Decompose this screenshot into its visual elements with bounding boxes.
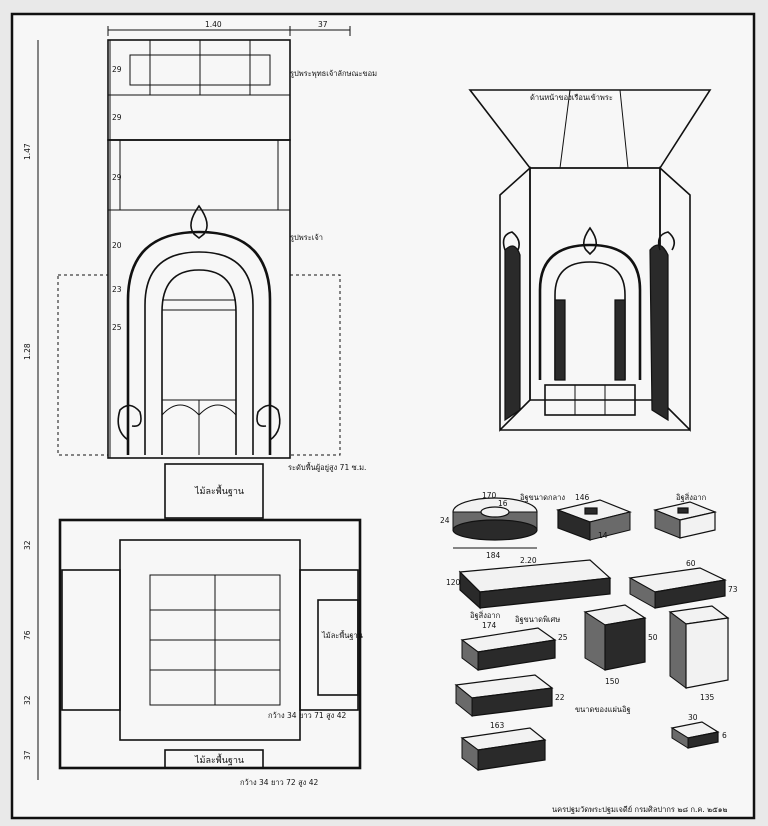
- label-width-note-1: กว้าง 34 ยาว 71 สูง 42: [268, 711, 346, 720]
- label-block-c: อิฐสิ่งอาก: [470, 610, 501, 620]
- dim-135: 135: [700, 693, 715, 702]
- dim-v3: 29: [112, 173, 122, 182]
- label-block-e: ขนาดของแผ่นอิฐ: [575, 705, 631, 714]
- dim-v5: 20: [112, 241, 122, 250]
- sheet-border: [10, 12, 756, 820]
- dim-150: 150: [605, 677, 620, 686]
- dim-120: 120: [446, 578, 461, 587]
- floor-plan: ไม้ละพื้นฐาน ไม้ละพื้นฐาน กว้าง 34 ยาว 7…: [58, 463, 363, 787]
- dim-16: 16: [498, 499, 508, 508]
- dim-50: 50: [648, 633, 658, 642]
- label-block-a: อิฐขนาดกลาง: [520, 493, 566, 502]
- dim-top-side: 37: [318, 20, 328, 29]
- dim-left-c: 37: [23, 750, 32, 760]
- dim-73: 73: [728, 585, 738, 594]
- dim-v2: 29: [112, 113, 122, 122]
- label-perspective-title: ด้านหน้าของเรือนเข้าพระ: [530, 93, 613, 102]
- dim-60: 60: [686, 559, 696, 568]
- dim-22: 22: [555, 693, 565, 702]
- dim-6: 6: [722, 731, 727, 740]
- dim-170: 170: [482, 491, 497, 500]
- dim-184: 184: [486, 551, 501, 560]
- label-top-decoration: รูปพระพุทธเจ้าลักษณะขอม: [290, 69, 377, 78]
- dim-25: 25: [558, 633, 568, 642]
- label-side-panel: ไม้ละพื้นฐาน: [321, 630, 363, 640]
- dim-v1: 29: [112, 65, 122, 74]
- label-bottom-panel: ไม้ละพื้นฐาน: [194, 753, 244, 766]
- dim-v7: 25: [112, 323, 122, 332]
- dim-left-b: 32: [23, 695, 32, 705]
- label-width-note-2: กว้าง 34 ยาว 72 สูง 42: [240, 778, 318, 787]
- dim-146: 146: [575, 493, 590, 502]
- label-block-d: อิฐขนาดพิเศษ: [515, 615, 561, 624]
- dim-14: 14: [598, 531, 608, 540]
- dim-24: 24: [440, 516, 450, 525]
- dim-left-low: 32: [23, 540, 32, 550]
- dim-163: 163: [490, 721, 505, 730]
- perspective-view: ด้านหน้าของเรือนเข้าพระ: [468, 89, 712, 432]
- dim-left-total: 1.47: [23, 143, 32, 160]
- label-upper-panel: ไม้ละพื้นฐาน: [194, 484, 244, 497]
- dim-174: 174: [482, 621, 497, 630]
- dim-220: 2.20: [520, 556, 537, 565]
- dim-30: 30: [688, 713, 698, 722]
- label-base-note: ระดับพื้นผู้อยู่สูง 71 ซ.ม.: [288, 462, 366, 472]
- front-elevation: 1.40 37 รูปพระพุทธเจ้าลักษณะขอม รูปพระเจ…: [23, 20, 377, 780]
- dim-left-a: 76: [23, 630, 32, 640]
- dim-left-mid: 1.28: [23, 343, 32, 360]
- dim-v6: 23: [112, 285, 122, 294]
- footer-caption: นครปฐมวัดพระปฐมเจดีย์ กรมศิลปากร ๒๘ ก.ค.…: [552, 805, 728, 814]
- dim-top-width: 1.40: [205, 20, 222, 29]
- label-buddha-image: รูปพระเจ้า: [290, 233, 323, 242]
- label-block-b: อิฐสิ่งอาก: [676, 492, 707, 502]
- block-details: 170 16 24 184 อิฐขนาดกลาง 146 14 อิฐสิ่ง…: [440, 491, 738, 771]
